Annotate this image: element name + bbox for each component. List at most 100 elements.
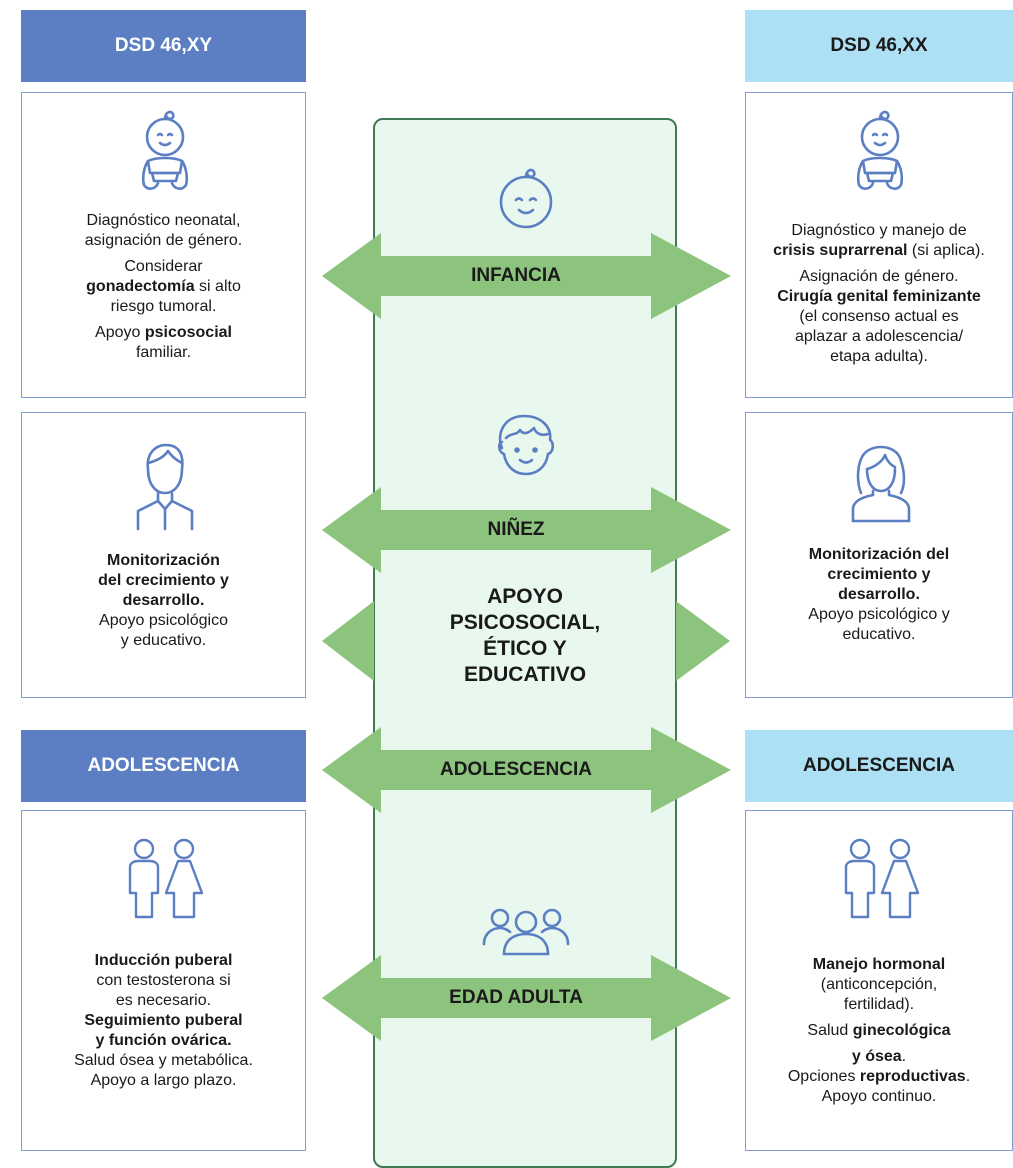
girl-icon <box>851 445 911 523</box>
baby-face-icon <box>499 168 553 229</box>
text-span: si alto <box>194 278 241 295</box>
arrow-label-edad-adulta: EDAD ADULTA <box>449 987 583 1008</box>
right-adulta-box: Manejo hormonal (anticoncepción, fertili… <box>745 810 1013 1151</box>
arrow-label-infancia: INFANCIA <box>471 265 561 286</box>
text-line: es necesario. <box>115 992 212 1009</box>
text-line: Apoyo psicosocial <box>22 323 305 343</box>
text-line: Apoyo a largo plazo. <box>90 1072 237 1089</box>
text-line: Diagnóstico neonatal, <box>86 212 241 229</box>
center-text-line: PSICOSOCIAL, <box>449 611 601 634</box>
text-line: crecimiento y <box>746 565 1012 585</box>
text-line: Salud ginecológica <box>746 1021 1012 1041</box>
text-line: Seguimiento puberal <box>22 1011 305 1031</box>
text-line: Considerar <box>124 258 203 275</box>
text-line: Monitorización <box>22 551 305 571</box>
left-ninez-text: Monitorización del crecimiento y desarro… <box>22 551 305 651</box>
text-line: y educativo. <box>120 632 207 649</box>
arrow-edad-adulta <box>322 955 731 1041</box>
bold-term: ginecológica <box>852 1022 951 1039</box>
child-face-icon <box>497 414 555 476</box>
text-line: Apoyo psicológico <box>99 612 228 629</box>
bold-term: Monitorización <box>107 552 220 569</box>
text-line: Opciones reproductivas. <box>746 1067 1012 1087</box>
bold-term: y función ovárica. <box>95 1032 232 1049</box>
bold-term: reproductivas <box>859 1068 966 1085</box>
bold-term: Inducción puberal <box>94 952 233 969</box>
text-line: (el consenso actual es <box>799 308 959 325</box>
bold-term: crecimiento y <box>827 566 931 583</box>
group-icon <box>482 908 570 956</box>
left-infancia-text: Diagnóstico neonatal, asignación de géne… <box>22 211 305 363</box>
arrow-adolescencia <box>322 727 731 813</box>
arrow-right-mid <box>676 601 730 681</box>
arrow-label-ninez: NIÑEZ <box>487 519 545 540</box>
text-line: desarrollo. <box>746 585 1012 605</box>
text-span: Salud <box>807 1022 853 1039</box>
text-span: Opciones <box>787 1068 860 1085</box>
text-line: educativo. <box>842 626 916 643</box>
text-line: Manejo hormonal <box>746 955 1012 975</box>
arrow-label-adolescencia: ADOLESCENCIA <box>439 759 592 780</box>
text-line: y ósea. <box>746 1047 1012 1067</box>
text-line: Inducción puberal <box>22 951 305 971</box>
text-line: Salud ósea y metabólica. <box>74 1052 253 1069</box>
bold-term: crisis suprarrenal <box>773 242 908 259</box>
baby-sitting-icon <box>856 110 904 190</box>
left-ninez-box: Monitorización del crecimiento y desarro… <box>21 412 306 698</box>
text-line: aplazar a adolescencia/ <box>794 328 964 345</box>
left-adolescencia-header: ADOLESCENCIA <box>21 730 306 802</box>
arrow-infancia <box>322 233 731 319</box>
text-line: etapa adulta). <box>830 348 928 365</box>
right-adolescencia-header: ADOLESCENCIA <box>745 730 1013 802</box>
bold-term: desarrollo. <box>838 586 920 603</box>
arrow-ninez <box>322 487 731 573</box>
arrow-left-mid <box>322 601 374 681</box>
text-line: Apoyo psicológico y <box>808 606 950 623</box>
couple-icon <box>844 838 920 919</box>
right-adulta-text: Manejo hormonal (anticoncepción, fertili… <box>746 955 1012 1107</box>
bold-term: Manejo hormonal <box>812 956 946 973</box>
text-span: . <box>901 1048 907 1065</box>
text-span: (si aplica). <box>907 242 985 259</box>
bold-term: Cirugía genital feminizante <box>777 288 981 305</box>
center-text-line: ÉTICO Y <box>483 637 567 660</box>
bold-term: y ósea <box>851 1048 902 1065</box>
text-span: . <box>965 1068 971 1085</box>
text-line: (anticoncepción, <box>820 976 938 993</box>
text-line: y función ovárica. <box>22 1031 305 1051</box>
couple-icon <box>128 838 204 919</box>
text-line: con testosterona si <box>96 972 231 989</box>
left-adulta-text: Inducción puberal con testosterona si es… <box>22 951 305 1091</box>
text-line: Apoyo continuo. <box>821 1088 937 1105</box>
text-line: del crecimiento y <box>22 571 305 591</box>
right-ninez-box: Monitorización del crecimiento y desarro… <box>745 412 1013 698</box>
bold-term: Monitorización del <box>808 546 950 563</box>
text-line: asignación de género. <box>84 232 243 249</box>
baby-sitting-icon <box>141 110 189 190</box>
bold-term: del crecimiento y <box>98 572 229 589</box>
text-line: desarrollo. <box>22 591 305 611</box>
center-text-line: APOYO <box>487 585 563 608</box>
bold-term: psicosocial <box>144 324 232 341</box>
boy-icon <box>136 443 194 531</box>
right-infancia-text: Diagnóstico y manejo de crisis suprarren… <box>746 221 1012 367</box>
text-line: Cirugía genital feminizante <box>746 287 1012 307</box>
text-line: gonadectomía si alto <box>22 277 305 297</box>
right-infancia-box: Diagnóstico y manejo de crisis suprarren… <box>745 92 1013 398</box>
left-adulta-box: Inducción puberal con testosterona si es… <box>21 810 306 1151</box>
center-support-text: APOYO PSICOSOCIAL, ÉTICO Y EDUCATIVO <box>398 584 652 688</box>
text-line: crisis suprarrenal (si aplica). <box>746 241 1012 261</box>
text-line: Asignación de género. <box>799 268 959 285</box>
bold-term: Seguimiento puberal <box>84 1012 243 1029</box>
text-span: Apoyo <box>95 324 145 341</box>
text-line: fertilidad). <box>843 996 915 1013</box>
left-infancia-box: Diagnóstico neonatal, asignación de géne… <box>21 92 306 398</box>
left-header: DSD 46,XY <box>21 10 306 82</box>
bold-term: gonadectomía <box>86 278 195 295</box>
right-header: DSD 46,XX <box>745 10 1013 82</box>
text-line: Monitorización del <box>746 545 1012 565</box>
center-text-line: EDUCATIVO <box>463 663 587 686</box>
text-line: riesgo tumoral. <box>110 298 217 315</box>
bold-term: desarrollo. <box>122 592 205 609</box>
